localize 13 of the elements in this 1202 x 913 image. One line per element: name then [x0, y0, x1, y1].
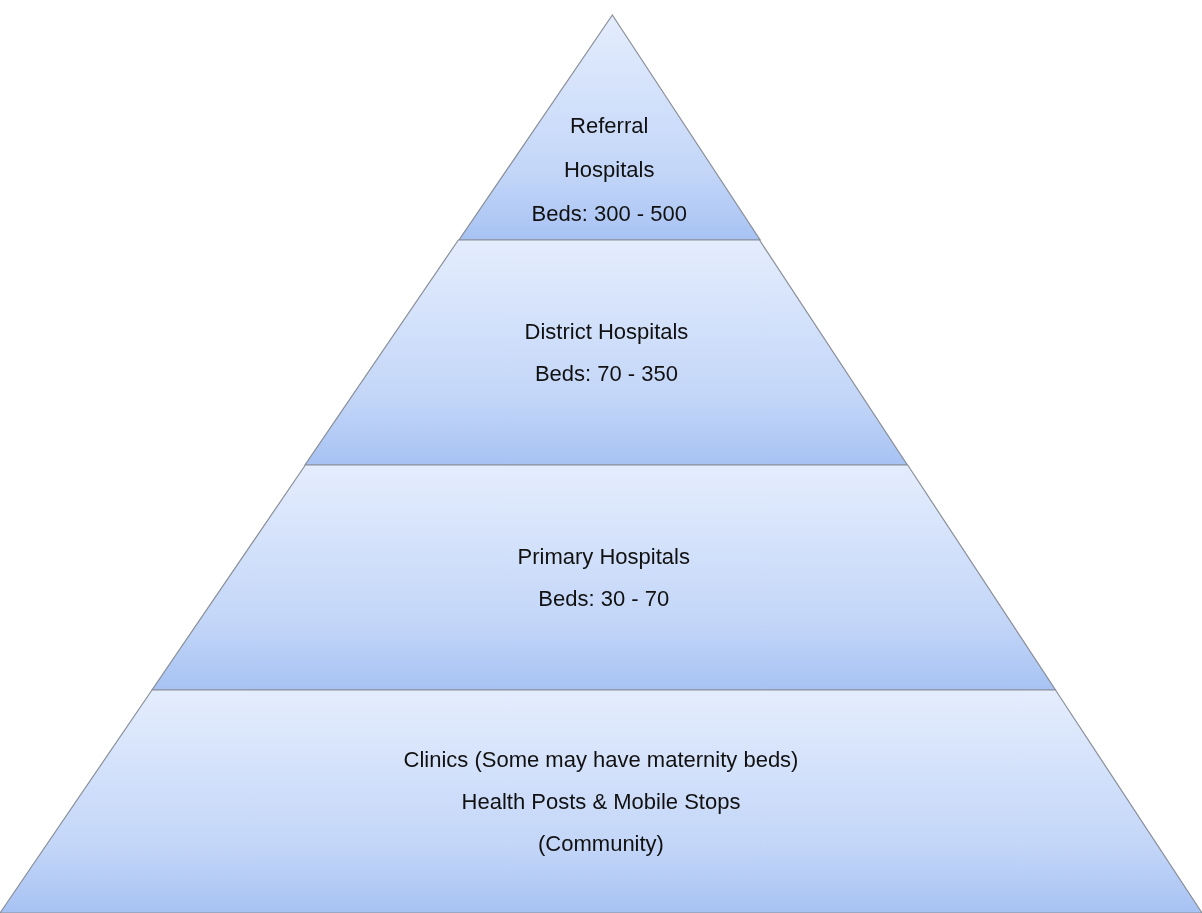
pyramid-tier — [151, 465, 1056, 690]
tier-label: Referral Hospitals — [563, 112, 656, 184]
tier-label: Beds: 70 - 350 — [534, 359, 679, 388]
pyramid-tier — [305, 240, 908, 465]
pyramid-top-triangle — [458, 15, 760, 240]
pyramid-tier — [0, 690, 1202, 913]
tier-label: (Community) — [538, 829, 664, 858]
tier-label: Clinics (Some may have maternity beds) — [403, 745, 799, 774]
tier-label: Health Posts & Mobile Stops — [461, 787, 741, 816]
tier-label: Beds: 30 - 70 — [538, 584, 670, 613]
tier-label: Beds: 300 - 500 — [531, 200, 687, 228]
tier-label: Primary Hospitals — [517, 542, 690, 571]
tier-label: District Hospitals — [524, 317, 689, 346]
